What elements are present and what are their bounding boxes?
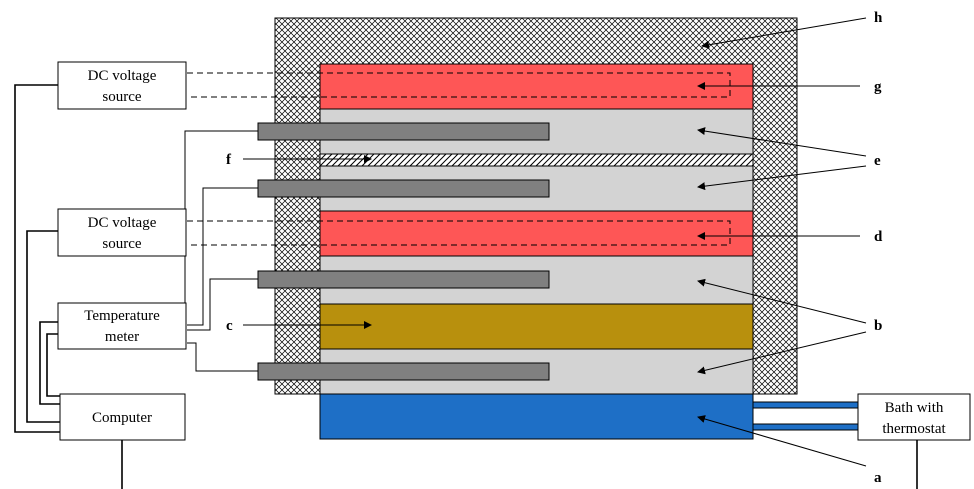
reference-plate-f bbox=[319, 153, 754, 167]
heater-layer-top bbox=[319, 63, 754, 110]
label-g: g bbox=[874, 79, 882, 95]
temperature-probe-1 bbox=[257, 122, 550, 141]
computer: Computer bbox=[59, 393, 186, 441]
svg-text:Computer: Computer bbox=[92, 410, 152, 426]
label-a: a bbox=[874, 470, 882, 486]
control-wires bbox=[14, 84, 918, 489]
temperature-probe-4 bbox=[257, 362, 550, 381]
temperature-meter: Temperature meter bbox=[57, 302, 187, 350]
temperature-probe-3 bbox=[257, 270, 550, 289]
label-e: e bbox=[874, 153, 881, 169]
svg-text:meter: meter bbox=[105, 329, 139, 345]
heater-layer-middle bbox=[319, 210, 754, 257]
svg-text:source: source bbox=[102, 236, 141, 252]
label-f: f bbox=[226, 152, 232, 168]
svg-text:DC voltage: DC voltage bbox=[88, 68, 157, 84]
label-arrows bbox=[243, 17, 867, 467]
svg-text:thermostat: thermostat bbox=[882, 421, 946, 437]
heater-wires bbox=[187, 72, 731, 246]
label-b: b bbox=[874, 318, 882, 334]
label-h: h bbox=[874, 10, 883, 26]
svg-text:Bath with: Bath with bbox=[885, 400, 944, 416]
dc-voltage-source-middle: DC voltage source bbox=[57, 208, 187, 257]
coolant-pipes bbox=[752, 401, 859, 431]
cooling-plate-a bbox=[319, 393, 754, 440]
specimen-layer-c bbox=[319, 303, 754, 350]
svg-text:source: source bbox=[102, 89, 141, 105]
dc-voltage-source-top: DC voltage source bbox=[57, 61, 187, 110]
label-d: d bbox=[874, 229, 883, 245]
temperature-probe-2 bbox=[257, 179, 550, 198]
bath-with-thermostat: Bath with thermostat bbox=[857, 393, 971, 441]
svg-text:Temperature: Temperature bbox=[84, 308, 160, 324]
label-c: c bbox=[226, 318, 233, 334]
svg-text:DC voltage: DC voltage bbox=[88, 215, 157, 231]
probe-wires bbox=[184, 130, 258, 372]
